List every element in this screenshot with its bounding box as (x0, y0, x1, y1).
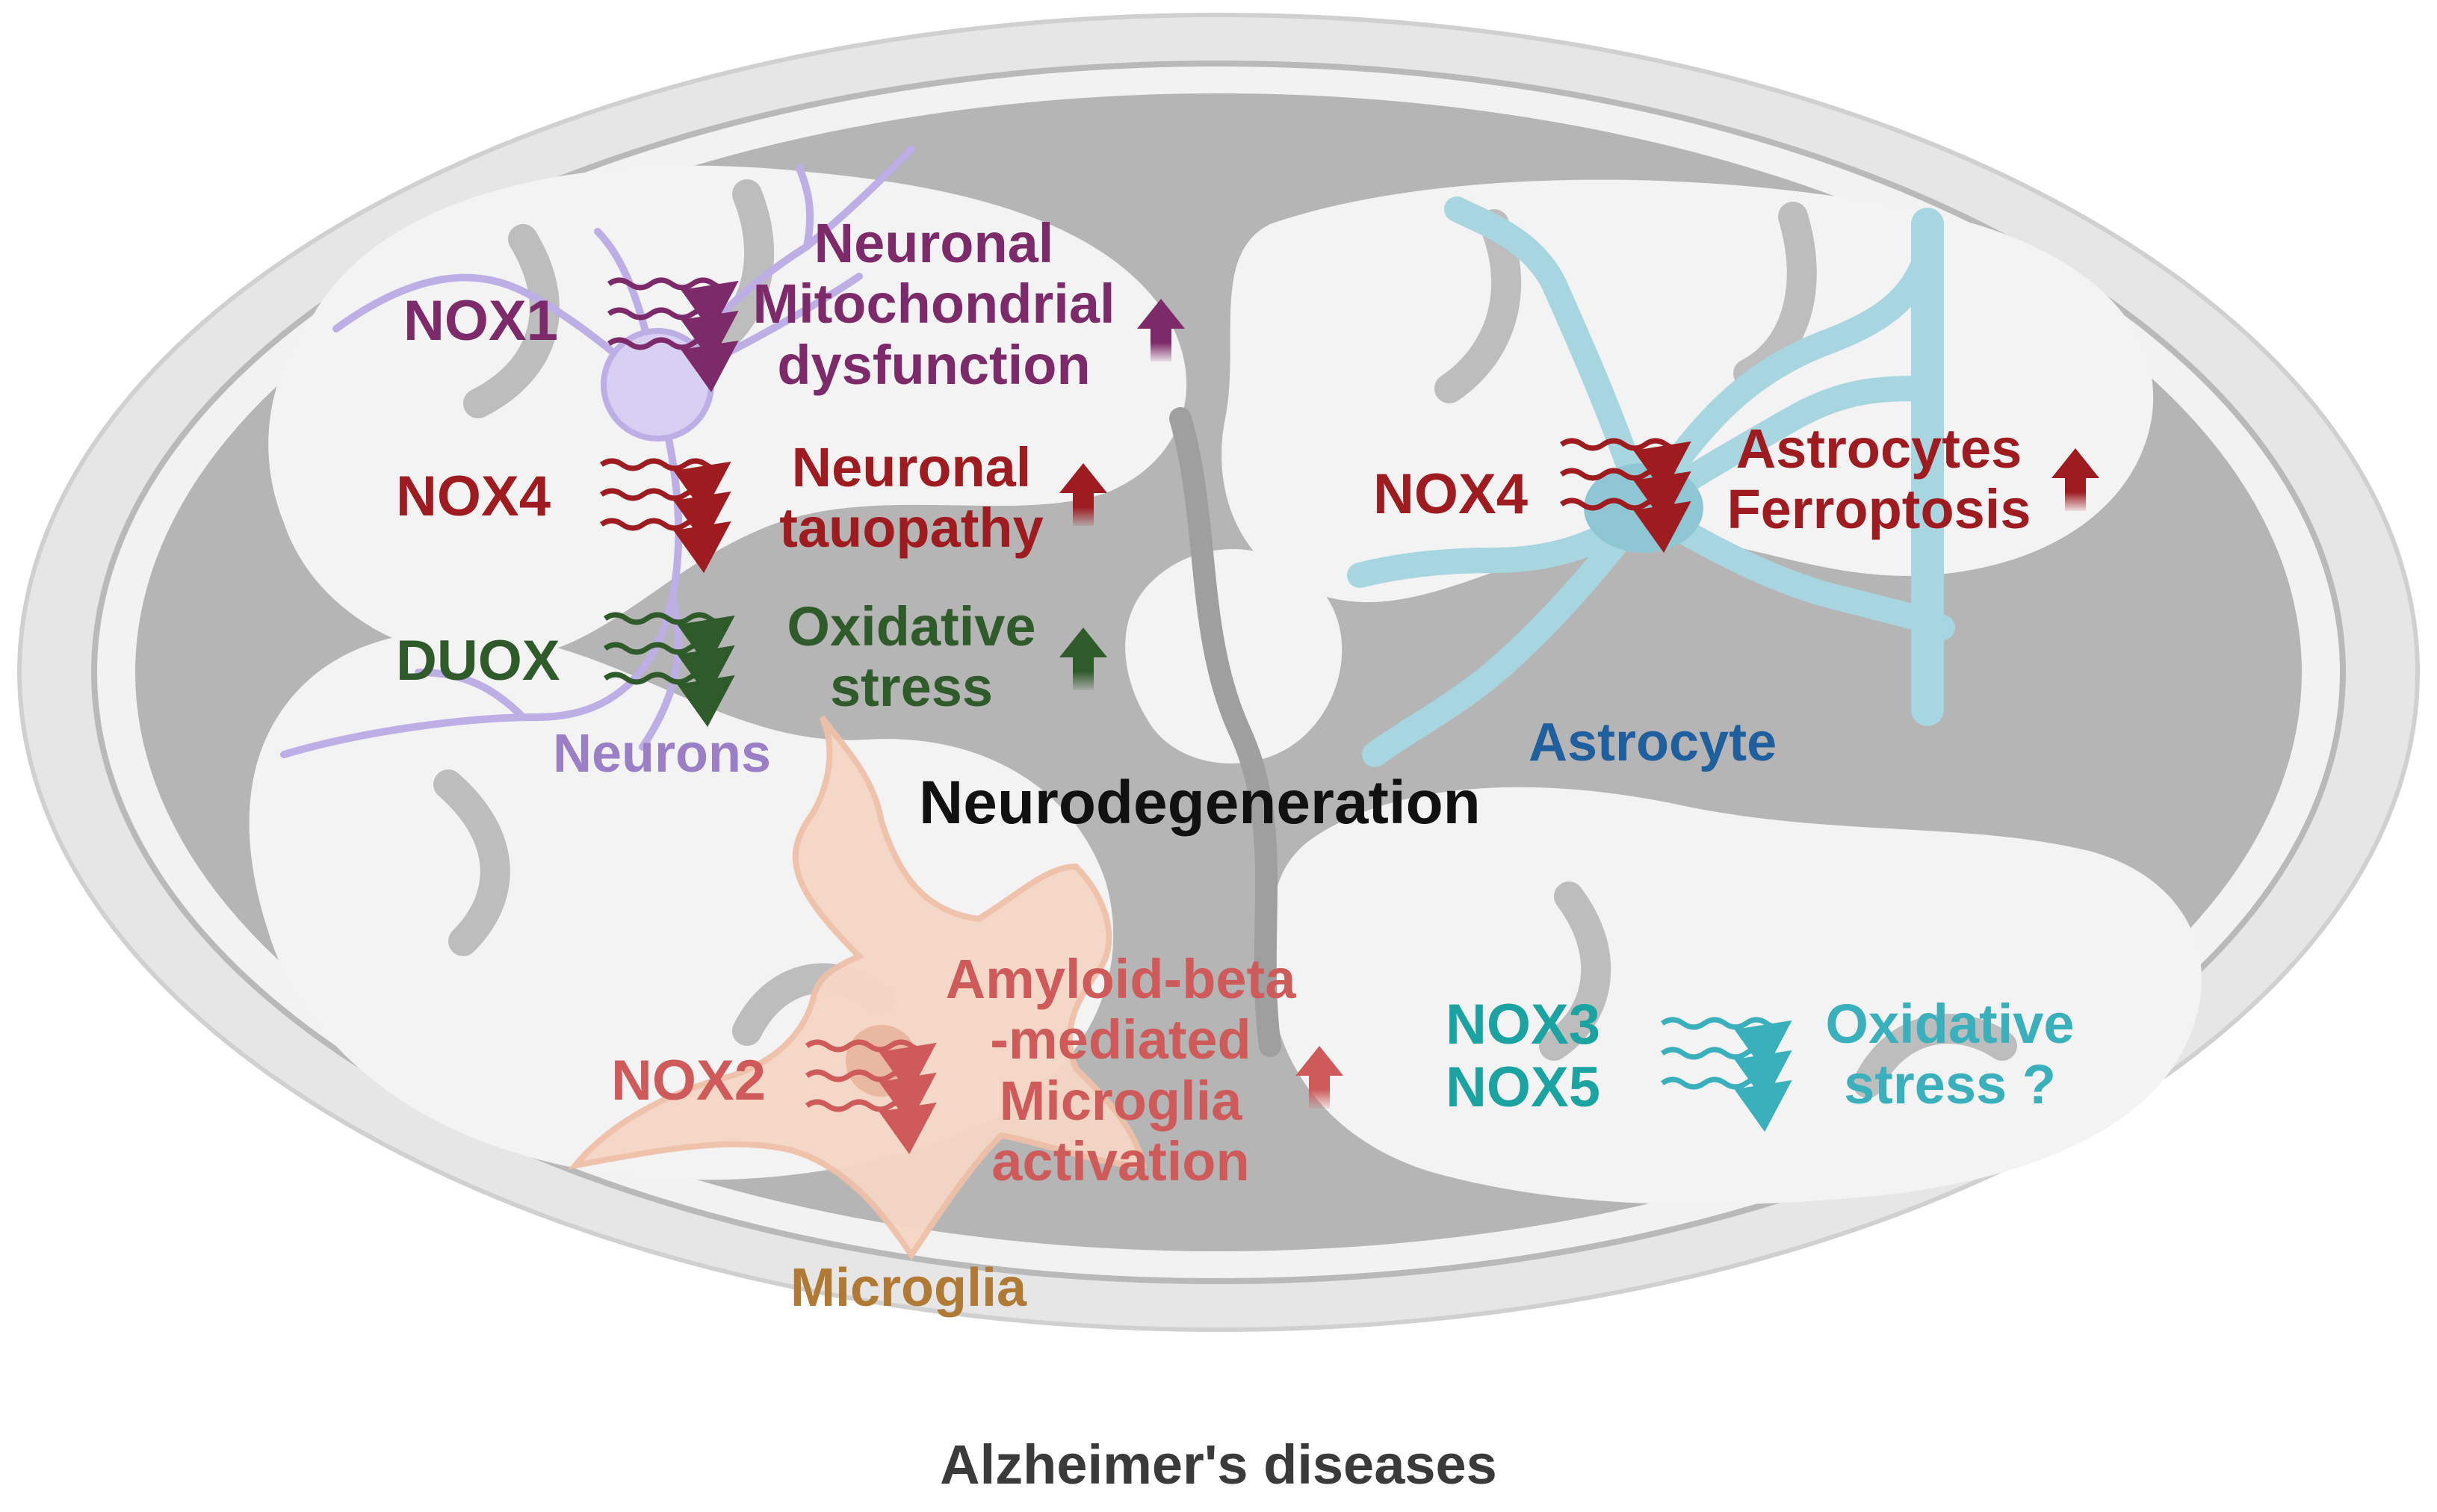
nox4-neuron-label: NOX4 (396, 465, 551, 528)
effect-line: stress ? (1844, 1053, 2056, 1116)
effect-line: Neuronal (791, 436, 1032, 498)
effect-line: stress (829, 656, 994, 719)
effect-line: Neuronal (814, 212, 1054, 274)
tauopathy-label: Neuronal tauopathy (762, 437, 1061, 559)
wavy-arrow (1660, 1017, 1792, 1073)
wavy-arrow (805, 1069, 937, 1125)
wavy-arrow (607, 307, 739, 363)
duox-label: DUOX (396, 629, 560, 693)
wavy-arrow (599, 518, 731, 574)
wavy-arrow (1559, 438, 1691, 494)
wavy-arrow (603, 612, 735, 668)
effect-line: Amyloid-beta (945, 948, 1296, 1010)
wavy-arrow (599, 458, 731, 514)
wavy-arrow (607, 277, 739, 333)
neurons-label: Neurons (553, 724, 772, 784)
effect-line: dysfunction (777, 333, 1091, 396)
wavy-arrow (1559, 498, 1691, 554)
effect-line: Oxidative (1825, 993, 2075, 1055)
up-arrow-icon (1059, 628, 1107, 690)
nox4-astrocyte-label: NOX4 (1373, 462, 1528, 526)
neuron-soma (601, 328, 714, 441)
figure-caption: Alzheimer's diseases (940, 1434, 1497, 1496)
wavy-arrow (607, 337, 739, 393)
nox5-line: NOX5 (1446, 1055, 1600, 1119)
wavy-arrow (603, 672, 735, 728)
astrocyte-label: Astrocyte (1529, 713, 1777, 772)
neurodegeneration-label: Neurodegeneration (919, 769, 1481, 837)
mitochondrial-dysfunction-label: Neuronal Mitochondrial dysfunction (747, 212, 1121, 396)
wavy-arrow (805, 1099, 937, 1155)
microglia-activation-label: Amyloid-beta -mediated Microglia activat… (919, 949, 1322, 1192)
up-arrow-icon (1059, 463, 1107, 526)
nox2-label: NOX2 (611, 1049, 766, 1112)
wavy-arrow (1559, 468, 1691, 524)
wavy-arrow (1660, 1047, 1792, 1103)
midline-fissure (1169, 407, 1281, 1057)
nox3-nox5-label: NOX3 NOX5 (1446, 994, 1600, 1118)
effect-line: -mediated (990, 1008, 1251, 1071)
effect-line: activation (991, 1130, 1250, 1193)
microglia-nucleus (846, 1025, 917, 1097)
microglia-cell (567, 715, 1147, 1261)
effect-line: tauopathy (779, 497, 1044, 560)
wavy-arrow (1660, 1076, 1792, 1133)
neuron-oxidative-stress-label: Oxidative stress (770, 596, 1053, 718)
ferroptosis-label: Astrocytes Ferroptosis (1718, 418, 2040, 540)
effect-line: Oxidative (787, 595, 1036, 657)
wavy-arrow (805, 1039, 937, 1095)
nox3-line: NOX3 (1446, 993, 1600, 1056)
nox1-label: NOX1 (403, 289, 558, 353)
nox35-oxidative-stress-label: Oxidative stress ? (1808, 994, 2092, 1115)
wavy-arrow (603, 642, 735, 698)
up-arrow-icon (2052, 448, 2099, 511)
up-arrow-icon (1137, 299, 1185, 362)
effect-line: Microglia (999, 1069, 1242, 1132)
effect-line: Astrocytes (1735, 418, 2022, 480)
microglia-label: Microglia (790, 1258, 1027, 1318)
wavy-arrow (599, 488, 731, 544)
up-arrow-icon (1295, 1046, 1343, 1109)
effect-line: Ferroptosis (1727, 478, 2031, 541)
effect-line: Mitochondrial (752, 273, 1115, 335)
